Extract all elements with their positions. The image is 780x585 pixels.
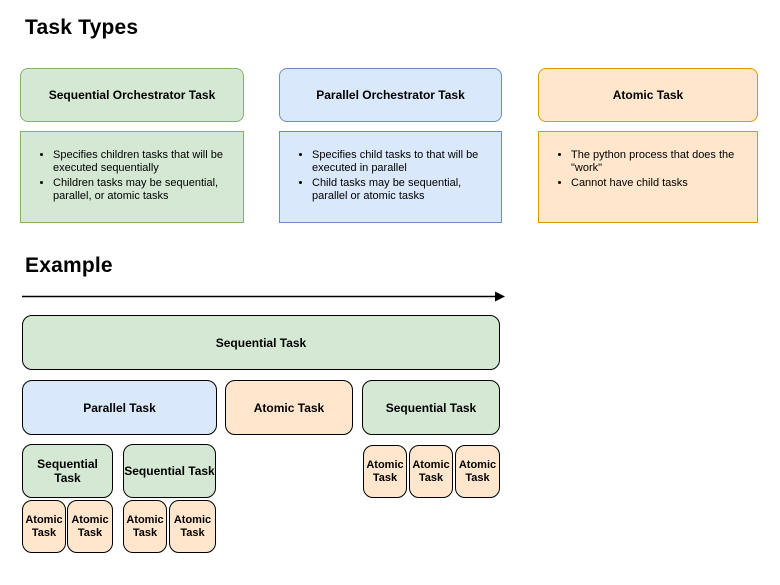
parallel-orchestrator-title: Parallel Orchestrator Task xyxy=(316,88,465,102)
sequential-orchestrator-title: Sequential Orchestrator Task xyxy=(48,88,216,102)
example-atomic-task-middle: Atomic Task xyxy=(225,380,353,435)
parallel-orchestrator-bullet-list: Specifies child tasks to that will be ex… xyxy=(280,149,495,203)
example-atomic-task-leaf: Atomic Task xyxy=(169,500,216,553)
column-sequential-orchestrator: Sequential Orchestrator Task Specifies c… xyxy=(20,68,244,223)
column-atomic-task: Atomic Task The python process that does… xyxy=(538,68,758,223)
bullet-item: The python process that does the "work" xyxy=(571,149,751,175)
atomic-task-description-box: The python process that does the "work" … xyxy=(538,131,758,223)
example-atomic-task-leaf: Atomic Task xyxy=(455,445,500,498)
bullet-item: Specifies child tasks to that will be ex… xyxy=(312,149,495,175)
parallel-orchestrator-description-box: Specifies child tasks to that will be ex… xyxy=(279,131,502,223)
column-parallel-orchestrator: Parallel Orchestrator Task Specifies chi… xyxy=(279,68,502,223)
task-types-heading: Task Types xyxy=(25,16,139,39)
example-atomic-task-leaf: Atomic Task xyxy=(67,500,113,553)
example-sequential-task-child-2: Sequential Task xyxy=(123,444,216,498)
example-sequential-task-child-1: Sequential Task xyxy=(22,444,113,498)
bullet-item: Cannot have child tasks xyxy=(571,177,751,190)
bullet-item: Child tasks may be sequential, parallel … xyxy=(312,177,495,203)
example-atomic-task-leaf: Atomic Task xyxy=(363,445,407,498)
bullet-item: Specifies children tasks that will be ex… xyxy=(53,149,237,175)
example-heading: Example xyxy=(25,254,113,277)
parallel-orchestrator-title-box: Parallel Orchestrator Task xyxy=(279,68,502,122)
example-atomic-task-leaf: Atomic Task xyxy=(22,500,66,553)
example-root-sequential-task: Sequential Task xyxy=(22,315,500,370)
timeline-arrow-icon xyxy=(22,291,505,302)
example-atomic-task-leaf: Atomic Task xyxy=(123,500,167,553)
example-parallel-task: Parallel Task xyxy=(22,380,217,435)
sequential-orchestrator-description-box: Specifies children tasks that will be ex… xyxy=(20,131,244,223)
example-sequential-task-right: Sequential Task xyxy=(362,380,500,435)
atomic-task-title: Atomic Task xyxy=(612,88,684,102)
example-atomic-task-leaf: Atomic Task xyxy=(409,445,453,498)
bullet-item: Children tasks may be sequential, parall… xyxy=(53,177,237,203)
sequential-orchestrator-bullet-list: Specifies children tasks that will be ex… xyxy=(21,149,237,203)
atomic-task-bullet-list: The python process that does the "work" … xyxy=(539,149,751,190)
sequential-orchestrator-title-box: Sequential Orchestrator Task xyxy=(20,68,244,122)
atomic-task-title-box: Atomic Task xyxy=(538,68,758,122)
